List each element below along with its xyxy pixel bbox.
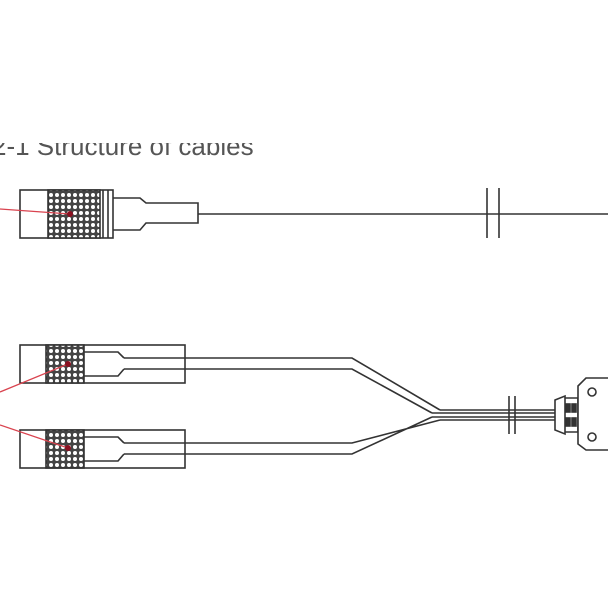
- lower-branch: [124, 416, 441, 455]
- single-cable: [19, 188, 608, 239]
- y-cable: [19, 344, 608, 469]
- upper-branch: [124, 357, 441, 414]
- pointer-lines: [0, 208, 71, 449]
- caption-clipped: 2-1 Structure of cables: [0, 143, 254, 161]
- trunk-cable: [432, 409, 555, 421]
- strain-relief: [113, 197, 199, 231]
- knurled-grip: [47, 189, 101, 239]
- output-connector: [577, 377, 608, 451]
- connector-upper: [19, 344, 186, 384]
- connector-lower: [19, 429, 186, 469]
